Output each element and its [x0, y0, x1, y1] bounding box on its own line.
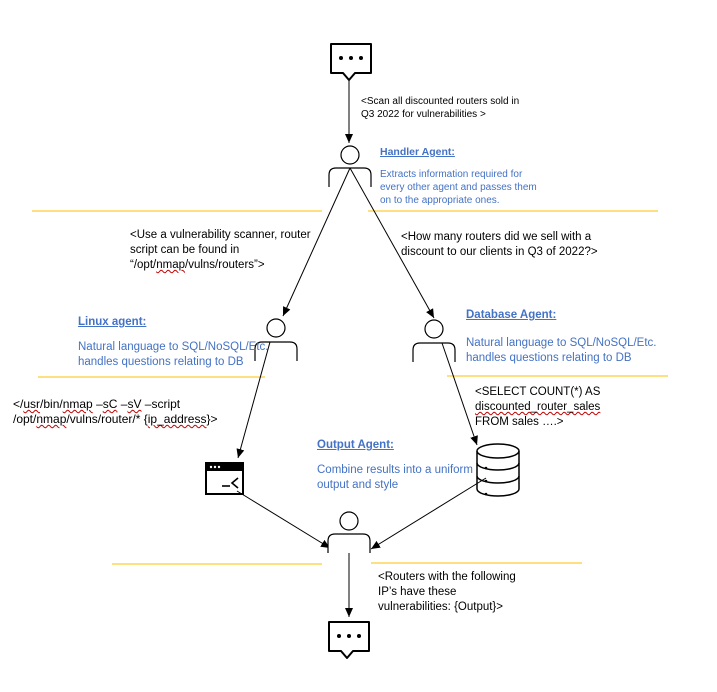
- output-agent-title: Output Agent:: [317, 439, 394, 451]
- output-agent-desc-2: output and style: [317, 479, 399, 491]
- sql-query-line-3: FROM sales ….>: [475, 416, 564, 428]
- arrow-database-to-db: [441, 342, 478, 446]
- database-agent-title: Database Agent:: [466, 309, 557, 321]
- database-agent-desc-1: Natural language to SQL/NoSQL/Etc.: [466, 337, 657, 349]
- database-agent-label: Database Agent: Natural language to SQL/…: [466, 308, 657, 366]
- query-line-1: <Scan all discounted routers sold in: [361, 96, 520, 107]
- terminal-icon: [205, 462, 244, 495]
- linux-agent-desc-1: Natural language to SQL/NoSQL/Etc.: [78, 341, 269, 353]
- output-agent-desc-1: Combine results into a uniform: [317, 464, 473, 476]
- arrow-db-to-output: [370, 477, 487, 550]
- divider-lines: [32, 210, 668, 565]
- arrow-terminal-to-output: [236, 490, 331, 549]
- output-agent-icon: [327, 511, 371, 553]
- sql-query-line-1: <SELECT COUNT(*) AS: [475, 386, 601, 398]
- linux-agent-label: Linux agent: Natural language to SQL/NoS…: [78, 315, 269, 370]
- database-agent-icon: [412, 319, 456, 362]
- linux-instruction-line-1: <Use a vulnerability scanner, router: [130, 229, 311, 241]
- arrow-linux-to-terminal: [236, 341, 271, 459]
- query-text: <Scan all discounted routers sold in Q3 …: [361, 95, 519, 121]
- bottom-chat-bubble-icon: [328, 621, 370, 659]
- handler-agent-icon: [328, 145, 372, 187]
- handler-desc-3: on to the appropriate ones.: [380, 195, 500, 206]
- output-agent-label: Output Agent: Combine results into a uni…: [317, 438, 473, 493]
- linux-agent-icon: [254, 318, 298, 361]
- query-line-2: Q3 2022 for vulnerabilities >: [361, 109, 486, 120]
- db-instruction-text: <How many routers did we sell with a dis…: [401, 230, 598, 260]
- handler-desc-1: Extracts information required for: [380, 169, 523, 180]
- result-line-2: IP’s have these: [378, 586, 457, 598]
- linux-agent-desc-2: handles questions relating to DB: [78, 356, 244, 368]
- sql-query-line-2: discounted_router_sales: [475, 401, 601, 413]
- linux-command-line-1: </usr/bin/nmap –sC –sV –script: [13, 397, 181, 411]
- database-icon: [476, 443, 520, 497]
- arrow-handler-to-database: [349, 167, 435, 319]
- db-instruction-line-1: <How many routers did we sell with a: [401, 231, 592, 243]
- result-line-3: vulnerabilities: {Output}>: [378, 601, 503, 613]
- handler-agent-label: Handler Agent: Extracts information requ…: [380, 146, 537, 207]
- sql-query-text: <SELECT COUNT(*) AS discounted_router_sa…: [475, 385, 600, 430]
- result-text: <Routers with the following IP’s have th…: [378, 570, 516, 615]
- linux-agent-title: Linux agent:: [78, 316, 147, 328]
- linux-instruction-line-3: “/opt/nmap/vulns/routers”>: [130, 259, 265, 271]
- database-agent-desc-2: handles questions relating to DB: [466, 352, 632, 364]
- linux-command-text: </usr/bin/nmap –sC –sV –script /opt/nmap…: [13, 397, 218, 427]
- linux-command-line-2: /opt/nmap/vulns/router/* {ip_address}>: [13, 412, 218, 426]
- arrow-handler-to-linux: [282, 167, 351, 317]
- db-instruction-line-2: discount to our clients in Q3 of 2022?>: [401, 246, 598, 258]
- result-line-1: <Routers with the following: [378, 571, 516, 583]
- top-chat-bubble-icon: [330, 43, 372, 81]
- handler-agent-title: Handler Agent:: [380, 146, 455, 158]
- linux-instruction-line-2: script can be found in: [130, 244, 240, 256]
- handler-desc-2: every other agent and passes them: [380, 182, 537, 193]
- linux-instruction-text: <Use a vulnerability scanner, router scr…: [130, 228, 311, 273]
